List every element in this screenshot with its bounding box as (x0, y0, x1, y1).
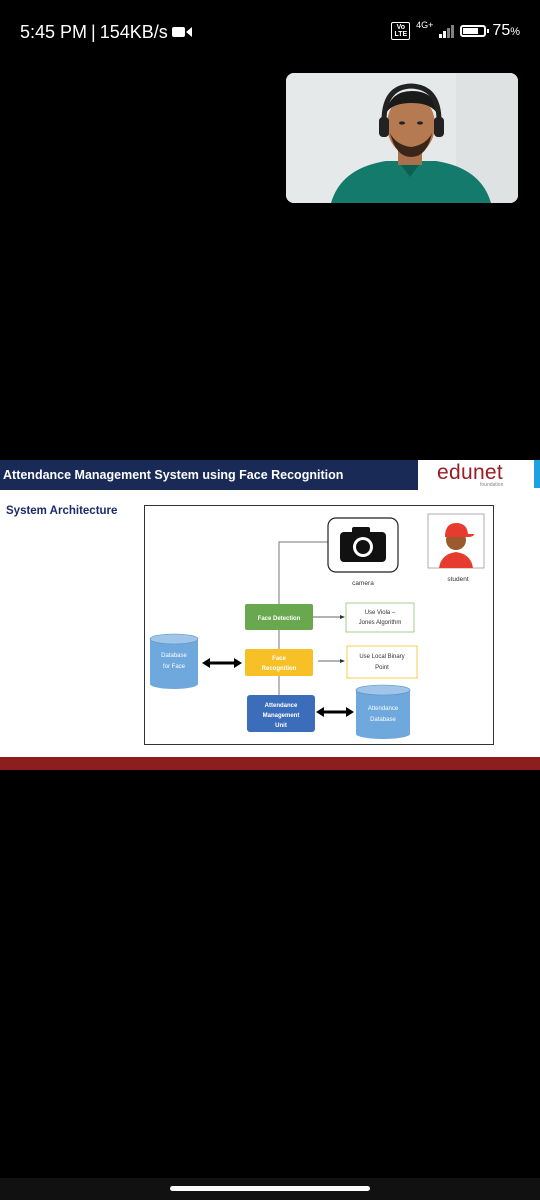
double-arrow-icon (316, 707, 354, 717)
student-label: student (447, 576, 469, 583)
viola-jones-label-line1: Use Viola – (365, 610, 396, 616)
database-for-face-cylinder (149, 633, 199, 689)
participant-video-tile[interactable] (286, 73, 518, 203)
edunet-logo: edunet (437, 461, 504, 484)
student-avatar-icon (439, 523, 474, 568)
viola-jones-label-line2: Jones Algorithm (359, 620, 402, 626)
local-binary-point-box (346, 645, 418, 679)
section-title: System Architecture (6, 505, 118, 517)
volte-icon: Vo LTE (391, 22, 411, 40)
lbp-label-line2: Point (375, 665, 389, 671)
battery-fill (463, 28, 479, 34)
lbp-label-line1: Use Local Binary (359, 654, 404, 660)
status-right: Vo LTE 4G+ 75% (391, 19, 520, 40)
status-bar: 5:45 PM | 154KB/s Vo LTE 4G+ 75% (0, 0, 540, 64)
slide-title: Attendance Management System using Face … (3, 468, 344, 482)
db-face-label-line1: Database (161, 653, 187, 659)
battery-percent-value: 75 (492, 22, 511, 39)
volte-top-label: Vo (396, 24, 406, 31)
amu-label-line1: Attendance (265, 703, 298, 709)
shared-presentation-slide: Attendance Management System using Face … (0, 460, 540, 770)
system-architecture-diagram: camera student Face Detection Use Viola … (144, 505, 494, 745)
amu-label-line2: Management (263, 713, 300, 719)
architecture-diagram-svg: camera student Face Detection Use Viola … (149, 513, 485, 739)
volte-bottom-label: LTE (394, 31, 408, 38)
attendance-management-unit-box (247, 695, 315, 732)
battery-percent-symbol: % (510, 26, 520, 38)
edunet-logo-subtitle: foundation (480, 482, 504, 488)
face-detection-label: Face Detection (258, 616, 301, 622)
db-face-label-line2: for Face (163, 664, 186, 670)
face-recognition-label-line2: Recognition (262, 666, 297, 672)
video-camera-icon (171, 22, 192, 43)
status-left: 5:45 PM | 154KB/s (20, 22, 192, 43)
att-db-label-line1: Attendance (368, 706, 399, 712)
home-gesture-handle[interactable] (170, 1186, 370, 1191)
battery-icon (460, 25, 490, 37)
face-recognition-label-line1: Face (272, 656, 286, 662)
attendance-database-cylinder (355, 684, 411, 739)
slide-accent-stripe (534, 460, 540, 488)
camera-connector-line (278, 541, 328, 604)
status-network-speed: 154KB/s (99, 22, 168, 42)
signal-strength-icon (439, 24, 455, 38)
slide-title-bar: Attendance Management System using Face … (0, 460, 418, 490)
status-separator: | (91, 22, 96, 42)
face-recognition-box (245, 649, 313, 676)
person-webcam-video (286, 73, 518, 203)
viola-jones-box (345, 602, 415, 633)
arrow-icon (340, 659, 345, 663)
camera-icon (340, 527, 386, 562)
face-detection-box (245, 604, 313, 630)
att-db-label-line2: Database (370, 717, 396, 723)
arrow-icon (340, 615, 345, 619)
status-time: 5:45 PM (20, 22, 88, 42)
network-type: 4G+ (416, 19, 434, 30)
amu-label-line3: Unit (275, 723, 287, 729)
battery-percent: 75% (492, 22, 520, 40)
slide-footer-band (0, 757, 540, 770)
double-arrow-icon (202, 658, 242, 668)
camera-label: camera (352, 580, 374, 587)
